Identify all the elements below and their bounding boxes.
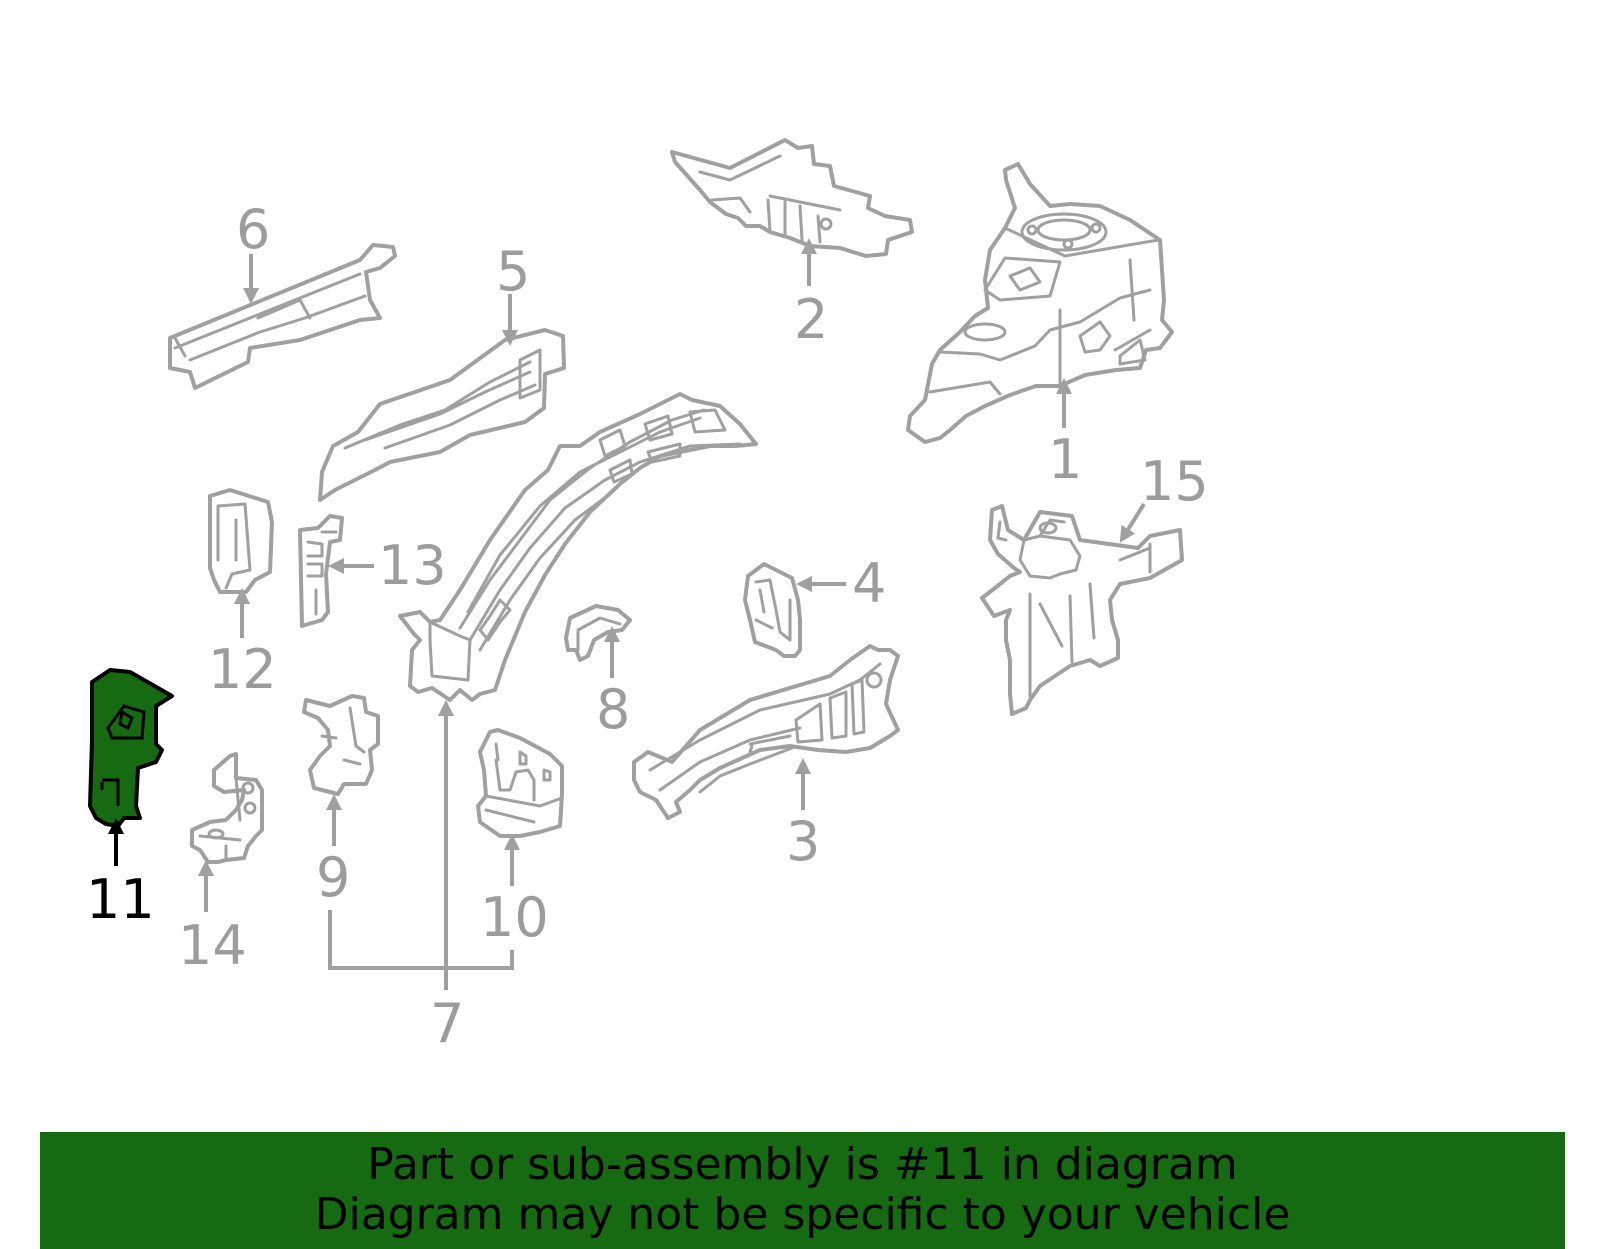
label-part-3: 3 (786, 810, 820, 873)
label-part-4: 4 (852, 552, 886, 615)
label-part-6: 6 (236, 198, 270, 261)
banner-line-disclaimer: Diagram may not be specific to your vehi… (314, 1189, 1291, 1240)
banner-line-part-number: Part or sub-assembly is #11 in diagram (367, 1139, 1238, 1190)
part-14[interactable] (190, 752, 264, 864)
label-part-14: 14 (178, 914, 247, 977)
label-part-5: 5 (496, 240, 530, 303)
part-15[interactable] (980, 504, 1184, 716)
label-part-15: 15 (1140, 450, 1209, 513)
label-part-11: 11 (86, 868, 155, 931)
leader-15 (1119, 502, 1146, 543)
label-part-10: 10 (480, 886, 549, 949)
part-13[interactable] (298, 514, 344, 628)
part-1[interactable] (906, 162, 1174, 444)
part-5[interactable] (318, 328, 566, 502)
part-10[interactable] (476, 728, 564, 838)
part-12[interactable] (208, 488, 274, 594)
part-8[interactable] (564, 604, 632, 662)
info-banner: Part or sub-assembly is #11 in diagram D… (40, 1132, 1565, 1249)
leader-7 (328, 700, 514, 990)
label-part-13: 13 (378, 534, 447, 597)
part-4[interactable] (743, 562, 802, 658)
part-6[interactable] (168, 243, 397, 390)
part-3[interactable] (632, 644, 900, 820)
label-part-8: 8 (596, 678, 630, 741)
label-part-12: 12 (208, 638, 277, 701)
part-2[interactable] (670, 138, 914, 258)
part-7[interactable] (398, 392, 758, 702)
label-part-9: 9 (316, 846, 350, 909)
label-part-7: 7 (430, 992, 464, 1055)
part-9[interactable] (302, 694, 380, 796)
part-11-highlighted[interactable] (88, 668, 174, 828)
label-part-2: 2 (794, 288, 828, 351)
label-part-1: 1 (1048, 428, 1082, 491)
